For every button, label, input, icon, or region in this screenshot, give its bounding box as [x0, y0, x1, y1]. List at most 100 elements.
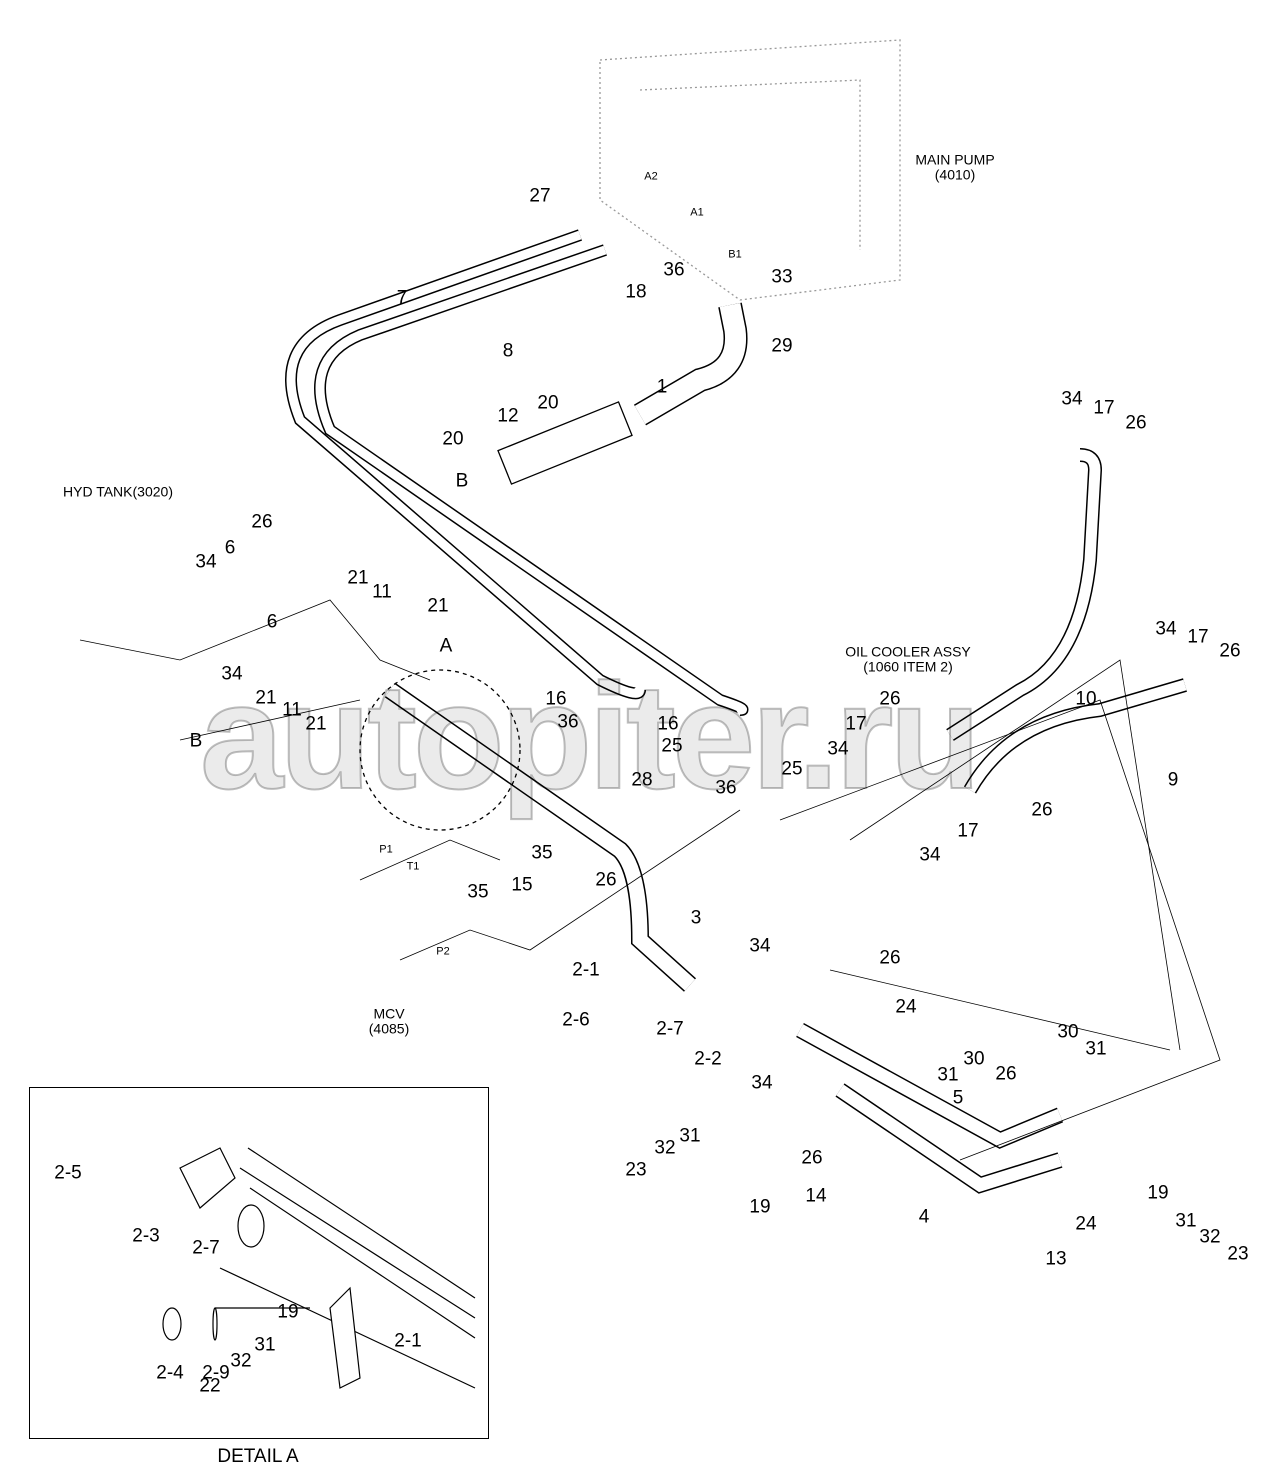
callout: 24 — [895, 996, 917, 1018]
callout: 6 — [266, 611, 278, 633]
callout: 4 — [918, 1206, 930, 1228]
oil-cooler-note: OIL COOLER ASSY(1060 ITEM 2) — [845, 643, 971, 675]
callout: 21 — [255, 687, 277, 709]
callout: 34 — [1155, 618, 1177, 640]
port-label: P1 — [379, 843, 393, 856]
callout: 26 — [879, 947, 901, 969]
callout: 20 — [537, 392, 559, 414]
callout: 34 — [749, 935, 771, 957]
callout: 19 — [1147, 1182, 1169, 1204]
callout: 26 — [801, 1147, 823, 1169]
callout: 9 — [1167, 769, 1179, 791]
callout: 15 — [511, 874, 533, 896]
callout: 23 — [1227, 1243, 1249, 1265]
callout: 2-2 — [694, 1048, 722, 1070]
detail-callout: 2-9 — [202, 1362, 230, 1384]
callout: 6 — [224, 537, 236, 559]
port-label-a2: A2 — [644, 170, 658, 183]
callout: 30 — [1057, 1021, 1079, 1043]
detail-a-title: DETAIL A — [217, 1446, 299, 1467]
callout: 10 — [1075, 688, 1097, 710]
callout: 31 — [1085, 1038, 1107, 1060]
callout: 36 — [715, 777, 737, 799]
callout: 7 — [396, 287, 408, 309]
callout: 19 — [749, 1196, 771, 1218]
callout: 12 — [497, 405, 519, 427]
callout: 21 — [427, 595, 449, 617]
callout: 29 — [771, 335, 793, 357]
detail-a-circle — [359, 669, 521, 831]
port-label-a1: A1 — [690, 206, 704, 219]
callout: 32 — [1199, 1226, 1221, 1248]
callout: 11 — [372, 581, 392, 603]
main-pump-note: MAIN PUMP(4010) — [915, 151, 995, 183]
callout: 34 — [1061, 388, 1083, 410]
callout: 33 — [771, 266, 793, 288]
callout: B — [189, 730, 203, 752]
callout: 25 — [781, 758, 803, 780]
callout: 35 — [531, 842, 553, 864]
callout: 5 — [952, 1087, 964, 1109]
callout: 18 — [625, 281, 647, 303]
callout: 27 — [529, 185, 551, 207]
detail-callout: 2-1 — [394, 1330, 422, 1352]
callout: 26 — [995, 1063, 1017, 1085]
callout: 17 — [1187, 626, 1209, 648]
port-label-p2: P2 — [436, 945, 450, 958]
callout: 34 — [195, 551, 217, 573]
callout: 2-1 — [572, 959, 600, 981]
callout: 26 — [1219, 640, 1241, 662]
callout: 17 — [957, 820, 979, 842]
callout: 11 — [282, 699, 302, 721]
callout: A — [439, 635, 453, 657]
mcv-note: MCV(4085) — [368, 1005, 410, 1037]
detail-callout: 31 — [254, 1334, 276, 1356]
callout: 35 — [467, 881, 489, 903]
callout: 34 — [751, 1072, 773, 1094]
callout: 21 — [305, 713, 327, 735]
callout: 26 — [879, 688, 901, 710]
port-label-b1: B1 — [728, 248, 742, 261]
detail-callout: 2-4 — [156, 1362, 184, 1384]
callout: 36 — [557, 711, 579, 733]
callout: 3 — [690, 907, 702, 929]
callout: 21 — [347, 567, 369, 589]
callout: 31 — [1175, 1210, 1197, 1232]
callout: 25 — [661, 735, 683, 757]
callout: 36 — [663, 259, 685, 281]
callout: 24 — [1075, 1213, 1097, 1235]
callout: 14 — [805, 1185, 827, 1207]
callout: 28 — [631, 769, 653, 791]
hose-12 — [497, 401, 633, 485]
callout: 34 — [919, 844, 941, 866]
callout: 16 — [545, 688, 567, 710]
callout: 20 — [442, 428, 464, 450]
main-pump-ghost — [599, 39, 901, 301]
port-label: T1 — [406, 860, 420, 873]
leader-lines — [79, 599, 1221, 1161]
callout: 26 — [595, 869, 617, 891]
callout: 13 — [1045, 1248, 1067, 1270]
detail-a-box: 2-5 2-3 2-7 2-4 2-9 19 31 32 22 2-1 — [29, 1087, 489, 1439]
detail-a-drawing — [162, 1147, 476, 1389]
detail-callout: 19 — [277, 1301, 299, 1323]
callout: 2-7 — [656, 1018, 684, 1040]
detail-callout: 22 — [199, 1375, 221, 1397]
callout: 26 — [1125, 412, 1147, 434]
callout: 17 — [1093, 397, 1115, 419]
detail-callout: 2-7 — [192, 1237, 220, 1259]
callout: 31 — [679, 1125, 701, 1147]
callout: 1 — [656, 376, 668, 398]
callout: 26 — [251, 511, 273, 533]
callout: 8 — [502, 340, 514, 362]
callout: B — [455, 470, 469, 492]
detail-callout: 2-3 — [132, 1225, 160, 1247]
callout: 34 — [827, 738, 849, 760]
watermark: autopiter.ru — [199, 651, 982, 821]
callout: 23 — [625, 1159, 647, 1181]
hyd-tank-note: HYD TANK(3020) — [63, 483, 173, 500]
callout: 32 — [654, 1137, 676, 1159]
callout: 34 — [221, 663, 243, 685]
callout: 31 — [937, 1064, 959, 1086]
